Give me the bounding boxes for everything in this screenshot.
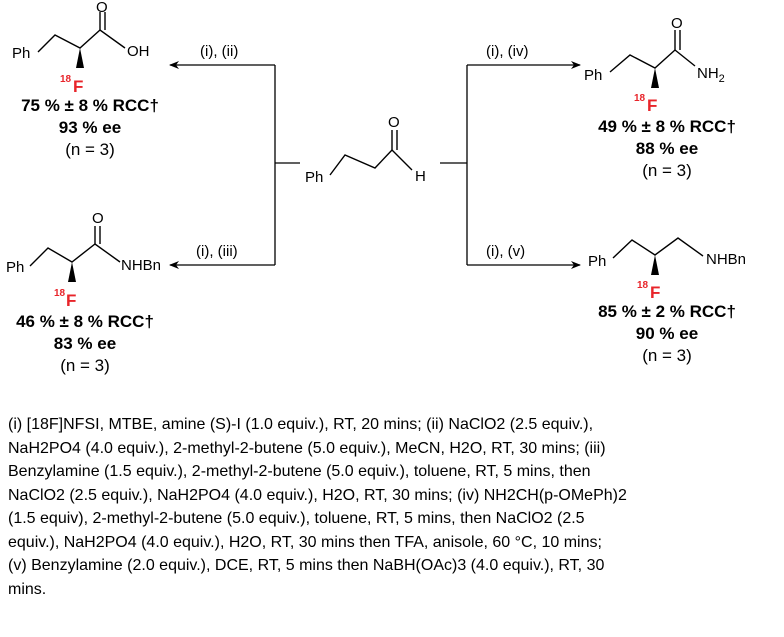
amide-f-mass: 18 — [634, 93, 646, 104]
benzylamide-ee: 83 % ee — [53, 334, 117, 353]
product-acid-structure: Ph O OH 18 F — [12, 0, 150, 96]
amide-nh-label: NH2 — [697, 65, 725, 85]
product-amine-structure: Ph NHBn 18 F — [588, 237, 746, 302]
amine-f-label: F — [650, 283, 660, 302]
acid-oh-label: OH — [127, 43, 150, 60]
center-h-label: H — [415, 168, 426, 185]
acid-rcc: 75 % ± 8 % RCC† — [21, 96, 159, 115]
benzylamide-rcc: 46 % ± 8 % RCC† — [16, 312, 154, 331]
amide-o-label: O — [671, 15, 683, 32]
benzylamide-wedge-bond — [68, 262, 76, 282]
acid-ph-label: Ph — [12, 45, 30, 62]
amine-nhbn-label: NHBn — [706, 251, 746, 268]
arrow-label-amine: (i), (v) — [486, 243, 525, 260]
conditions-line: Benzylamine (1.5 equiv.), 2-methyl-2-but… — [8, 463, 591, 480]
conditions-line: mins. — [8, 580, 47, 598]
amine-rcc: 85 % ± 2 % RCC† — [598, 302, 736, 321]
acid-f-mass: 18 — [60, 74, 72, 85]
amine-wedge-bond — [651, 255, 659, 275]
amine-ee: 90 % ee — [635, 324, 699, 343]
starting-aldehyde: Ph O H — [305, 114, 426, 186]
amine-results: 85 % ± 2 % RCC† 90 % ee (n = 3) — [572, 301, 762, 367]
benzylamide-f-mass: 18 — [54, 288, 66, 299]
amine-n: (n = 3) — [642, 346, 692, 365]
benzylamide-o-label: O — [92, 210, 104, 227]
benzylamide-ph-label: Ph — [6, 259, 24, 276]
left-branch-arrows: (i), (ii) (i), (iii) — [169, 43, 300, 269]
amide-n: (n = 3) — [642, 161, 692, 180]
center-ph-label: Ph — [305, 169, 323, 186]
conditions-line: NaClO2 (2.5 equiv.), NaH2PO4 (4.0 equiv.… — [8, 486, 627, 504]
amide-f-label: F — [647, 96, 657, 115]
conditions-line: NaH2PO4 (4.0 equiv.), 2-methyl-2-butene … — [8, 439, 606, 457]
reaction-conditions: (i) [18F]NFSI, MTBE, amine (S)-I (1.0 eq… — [8, 413, 778, 601]
arrow-label-acid: (i), (ii) — [200, 43, 238, 60]
conditions-line: equiv.), NaH2PO4 (4.0 equiv.), H2O, RT, … — [8, 533, 602, 551]
acid-o-label: O — [96, 0, 108, 16]
conditions-line: (v) Benzylamine (2.0 equiv.), DCE, RT, 5… — [8, 557, 605, 574]
acid-wedge-bond — [76, 48, 84, 68]
amide-ee: 88 % ee — [635, 139, 699, 158]
acid-results: 75 % ± 8 % RCC† 93 % ee (n = 3) — [0, 95, 180, 161]
center-o-label: O — [388, 114, 400, 131]
product-benzylamide-structure: Ph O NHBn 18 F — [6, 210, 161, 310]
amine-f-mass: 18 — [637, 280, 649, 291]
benzylamide-results: 46 % ± 8 % RCC† 83 % ee (n = 3) — [0, 311, 170, 377]
acid-n: (n = 3) — [65, 140, 115, 159]
arrow-label-benzylamide: (i), (iii) — [196, 243, 238, 260]
amide-wedge-bond — [651, 68, 659, 88]
benzylamide-n: (n = 3) — [60, 356, 110, 375]
conditions-line: (i) [18F]NFSI, MTBE, amine (S)-I (1.0 eq… — [8, 416, 594, 433]
acid-f-label: F — [73, 77, 83, 96]
benzylamide-nhbn-label: NHBn — [121, 257, 161, 274]
amine-ph-label: Ph — [588, 253, 606, 270]
conditions-line: (1.5 equiv), 2-methyl-2-butene (5.0 equi… — [8, 510, 585, 527]
arrow-label-amide: (i), (iv) — [486, 43, 528, 60]
amide-rcc: 49 % ± 8 % RCC† — [598, 117, 736, 136]
benzylamide-f-label: F — [66, 291, 76, 310]
product-amide-structure: Ph O NH2 18 F — [584, 15, 725, 115]
amide-results: 49 % ± 8 % RCC† 88 % ee (n = 3) — [572, 116, 762, 182]
right-branch-arrows: (i), (iv) (i), (v) — [440, 43, 581, 269]
amide-ph-label: Ph — [584, 67, 602, 84]
reaction-scheme: Ph O H (i), (ii) (i), (iii) (i), (iv) (i… — [6, 0, 746, 310]
acid-ee: 93 % ee — [58, 118, 122, 137]
